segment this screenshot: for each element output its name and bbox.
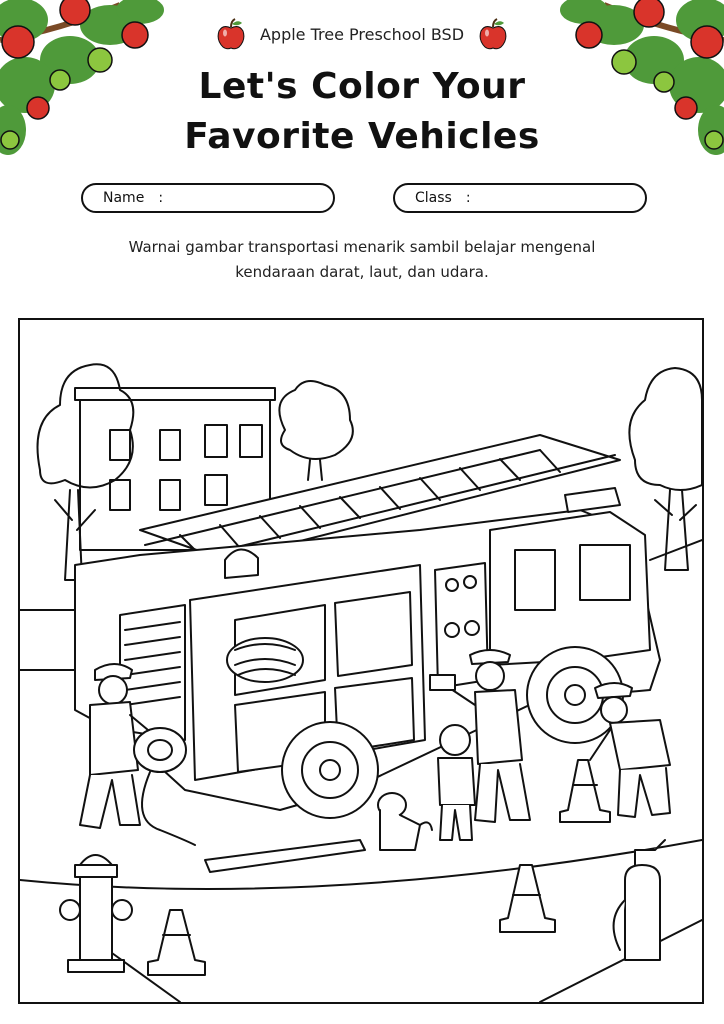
traffic-cone-right [559,759,611,823]
class-field[interactable]: Class: [393,183,647,213]
coloring-frame [18,318,704,1004]
instructions-line-1: Warnai gambar transportasi menarik sambi… [128,238,596,256]
apple-icon [217,18,245,50]
name-label: Name [103,190,145,206]
instructions-line-2: kendaraan darat, laut, dan udara. [235,263,489,281]
name-separator: : [158,190,164,206]
firefighter-left [79,663,196,846]
fire-hydrant [59,854,133,973]
tree-right [628,367,702,571]
fire-truck [74,434,661,819]
page-title: Let's Color Your Favorite Vehicles [0,62,724,162]
fire-extinguisher [612,839,666,961]
instructions: Warnai gambar transportasi menarik sambi… [80,235,644,285]
fire-truck-illustration [20,363,702,1002]
traffic-cone-left [147,909,206,976]
firefighter-right [589,682,671,818]
dog [377,792,433,851]
tree-left [36,363,135,581]
name-field[interactable]: Name: [81,183,335,213]
title-line-1: Let's Color Your [198,66,526,107]
class-label: Class [415,190,452,206]
class-separator: : [465,190,471,206]
apple-tree-corner-right [560,0,724,155]
child [437,724,476,841]
apple-tree-corner-left [0,0,164,155]
tree-center [278,380,354,481]
school-header: Apple Tree Preschool BSD [0,18,724,54]
title-line-2: Favorite Vehicles [184,116,540,157]
school-name: Apple Tree Preschool BSD [259,24,465,44]
apple-icon [479,18,507,50]
traffic-cone-center [499,864,556,933]
firefighter-center [429,649,531,823]
